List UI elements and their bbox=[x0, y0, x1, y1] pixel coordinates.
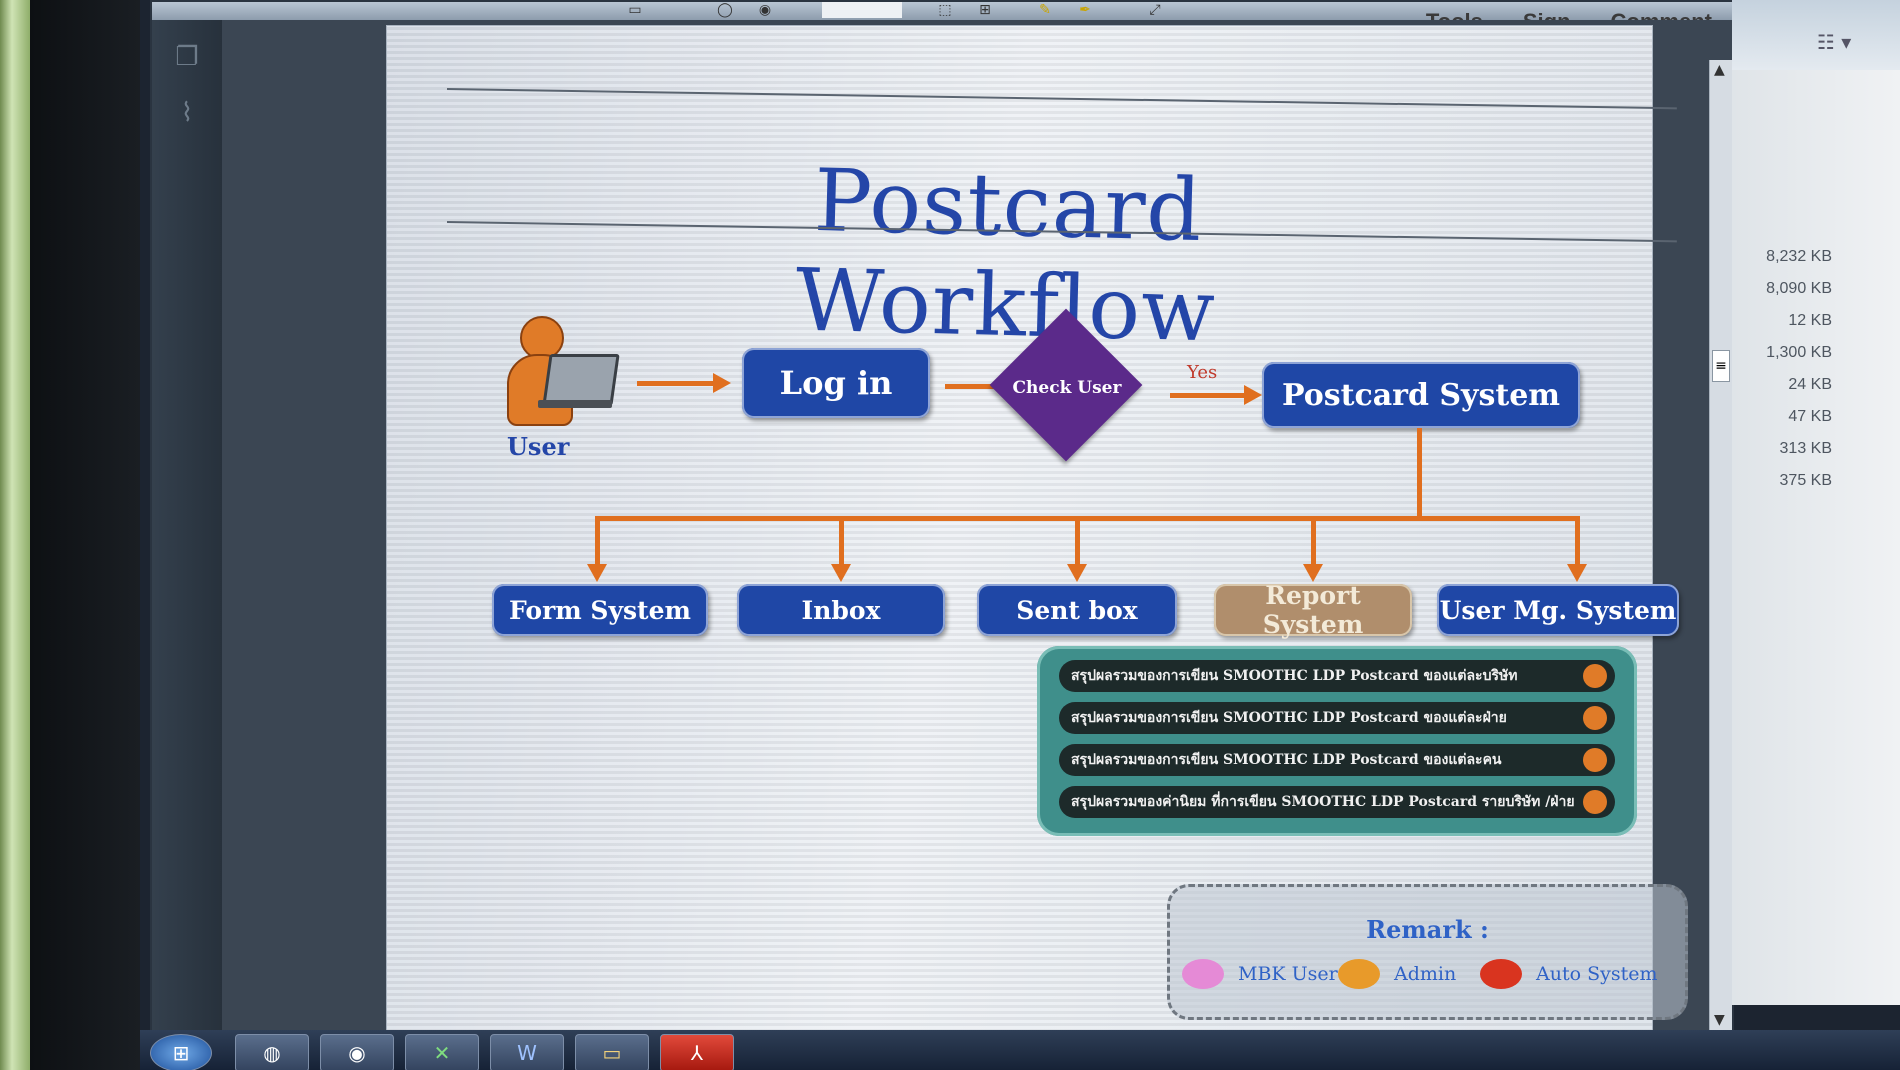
legend-label: Auto System bbox=[1536, 963, 1658, 985]
report-item: สรุปผลรวมของการเขียน SMOOTHC LDP Postcar… bbox=[1059, 660, 1615, 692]
sent-box-node: Sent box bbox=[977, 584, 1177, 636]
acrobat-taskbar-icon[interactable]: ⅄ bbox=[660, 1034, 734, 1070]
yes-label: Yes bbox=[1187, 362, 1218, 383]
admin-dot-icon bbox=[1583, 664, 1607, 688]
title-top-rule bbox=[446, 88, 1677, 110]
file-explorer-window: ☷ ▾ 8,232 KB 8,090 KB 12 KB 1,300 KB 24 … bbox=[1732, 0, 1900, 1005]
browser-taskbar-icon[interactable]: ◍ bbox=[235, 1034, 309, 1070]
scroll-down-arrow-icon[interactable]: ▼ bbox=[1714, 1012, 1725, 1028]
report-item: สรุปผลรวมของการเขียน SMOOTHC LDP Postcar… bbox=[1059, 702, 1615, 734]
fit-page-icon[interactable]: ⬚ bbox=[938, 2, 952, 18]
page-title: Postcard Workflow bbox=[794, 150, 1218, 362]
attachments-icon[interactable]: ⌇ bbox=[180, 98, 194, 128]
remark-legend-box: Remark : MBK User Admin Auto System bbox=[1167, 884, 1688, 1020]
report-item-label: สรุปผลรวมของค่านิยม ที่การเขียน SMOOTHC … bbox=[1071, 794, 1575, 810]
postcard-system-node: Postcard System bbox=[1262, 362, 1580, 428]
monitor-screen: ▭ ◯ ◉ ⬚ ⊞ ✎ ✒ ⤢ Tools Sign Comment ❐ ⌇ P… bbox=[140, 0, 1900, 1070]
inbox-node: Inbox bbox=[737, 584, 945, 636]
mbk-user-dot-icon bbox=[1182, 959, 1224, 989]
report-item: สรุปผลรวมของค่านิยม ที่การเขียน SMOOTHC … bbox=[1059, 786, 1615, 818]
fit-width-icon[interactable]: ⊞ bbox=[979, 2, 991, 18]
legend-item-mbk-user: MBK User bbox=[1182, 959, 1338, 989]
document-viewport[interactable]: Postcard Workflow User Log in Check User… bbox=[222, 20, 1732, 1041]
file-size: 24 KB bbox=[1788, 376, 1832, 393]
arrow-check-to-postcard bbox=[1170, 385, 1262, 405]
sign-pen-icon[interactable]: ✒ bbox=[1079, 2, 1091, 18]
arrow-to-user-mg bbox=[1567, 516, 1587, 582]
report-item-label: สรุปผลรวมของการเขียน SMOOTHC LDP Postcar… bbox=[1071, 752, 1502, 768]
file-size: 47 KB bbox=[1788, 408, 1832, 425]
admin-dot-icon bbox=[1338, 959, 1380, 989]
zoom-out-icon[interactable]: ◯ bbox=[717, 2, 733, 18]
report-item-label: สรุปผลรวมของการเขียน SMOOTHC LDP Postcar… bbox=[1071, 710, 1507, 726]
admin-dot-icon bbox=[1583, 748, 1607, 772]
scroll-thumb[interactable]: ≡ bbox=[1712, 350, 1730, 382]
explorer-toolbar: ☷ ▾ bbox=[1732, 0, 1900, 70]
reader-toolbar: ▭ ◯ ◉ ⬚ ⊞ ✎ ✒ ⤢ bbox=[152, 2, 1732, 20]
view-options-icon[interactable]: ☷ ▾ bbox=[1817, 30, 1852, 54]
windows-taskbar: ⊞ ◍ ◉ ✕ W ▭ ⅄ bbox=[140, 1030, 1900, 1070]
firefox-taskbar-icon[interactable]: ◉ bbox=[320, 1034, 394, 1070]
connector-bus bbox=[595, 516, 1580, 521]
expand-icon[interactable]: ⤢ bbox=[1149, 2, 1161, 18]
laptop-icon bbox=[542, 354, 620, 406]
report-item-label: สรุปผลรวมของการเขียน SMOOTHC LDP Postcar… bbox=[1071, 668, 1518, 684]
check-user-label: Check User bbox=[1012, 378, 1122, 398]
file-size: 1,300 KB bbox=[1766, 344, 1832, 361]
file-size: 8,090 KB bbox=[1766, 280, 1832, 297]
desk-background bbox=[0, 0, 30, 1070]
folder-taskbar-icon[interactable]: ▭ bbox=[575, 1034, 649, 1070]
user-mg-system-node: User Mg. System bbox=[1437, 584, 1679, 636]
pages-panel-icon[interactable]: ❐ bbox=[175, 42, 199, 72]
arrow-to-report bbox=[1303, 516, 1323, 582]
admin-dot-icon bbox=[1583, 706, 1607, 730]
legend-item-auto-system: Auto System bbox=[1480, 959, 1657, 989]
start-button[interactable]: ⊞ bbox=[150, 1034, 212, 1070]
word-taskbar-icon[interactable]: W bbox=[490, 1034, 564, 1070]
zoom-field[interactable] bbox=[822, 2, 902, 18]
scroll-up-arrow-icon[interactable]: ▲ bbox=[1714, 62, 1725, 78]
excel-taskbar-icon[interactable]: ✕ bbox=[405, 1034, 479, 1070]
file-size: 375 KB bbox=[1779, 472, 1832, 489]
pdf-reader-window: ▭ ◯ ◉ ⬚ ⊞ ✎ ✒ ⤢ Tools Sign Comment ❐ ⌇ P… bbox=[150, 0, 1734, 1041]
report-item: สรุปผลรวมของการเขียน SMOOTHC LDP Postcar… bbox=[1059, 744, 1615, 776]
report-list-panel: สรุปผลรวมของการเขียน SMOOTHC LDP Postcar… bbox=[1037, 646, 1637, 836]
arrow-to-inbox bbox=[831, 516, 851, 582]
user-label: User bbox=[507, 432, 570, 461]
remark-title: Remark : bbox=[1366, 915, 1489, 944]
navigation-pane: ❐ ⌇ bbox=[152, 20, 222, 1030]
form-system-node: Form System bbox=[492, 584, 708, 636]
pdf-page: Postcard Workflow User Log in Check User… bbox=[387, 26, 1688, 1041]
user-icon bbox=[502, 316, 622, 426]
file-size: 12 KB bbox=[1788, 312, 1832, 329]
legend-label: MBK User bbox=[1238, 963, 1338, 985]
login-node: Log in bbox=[742, 348, 930, 418]
page-thumbnail-icon[interactable]: ▭ bbox=[628, 2, 642, 18]
legend-item-admin: Admin bbox=[1338, 959, 1456, 989]
report-system-node: Report System bbox=[1214, 581, 1412, 639]
monitor-bezel bbox=[30, 0, 140, 1070]
zoom-in-icon[interactable]: ◉ bbox=[758, 2, 772, 18]
comment-bubble-icon[interactable]: ✎ bbox=[1039, 2, 1051, 18]
arrow-to-form bbox=[587, 516, 607, 582]
file-size: 8,232 KB bbox=[1766, 248, 1832, 265]
auto-system-dot-icon bbox=[1480, 959, 1522, 989]
connector-trunk bbox=[1417, 428, 1422, 520]
file-size: 313 KB bbox=[1779, 440, 1832, 457]
legend-label: Admin bbox=[1394, 963, 1457, 985]
vertical-scrollbar[interactable]: ▲ ≡ ▼ bbox=[1709, 60, 1732, 1030]
arrow-user-to-login bbox=[637, 373, 731, 393]
arrow-to-sent bbox=[1067, 516, 1087, 582]
admin-dot-icon bbox=[1583, 790, 1607, 814]
